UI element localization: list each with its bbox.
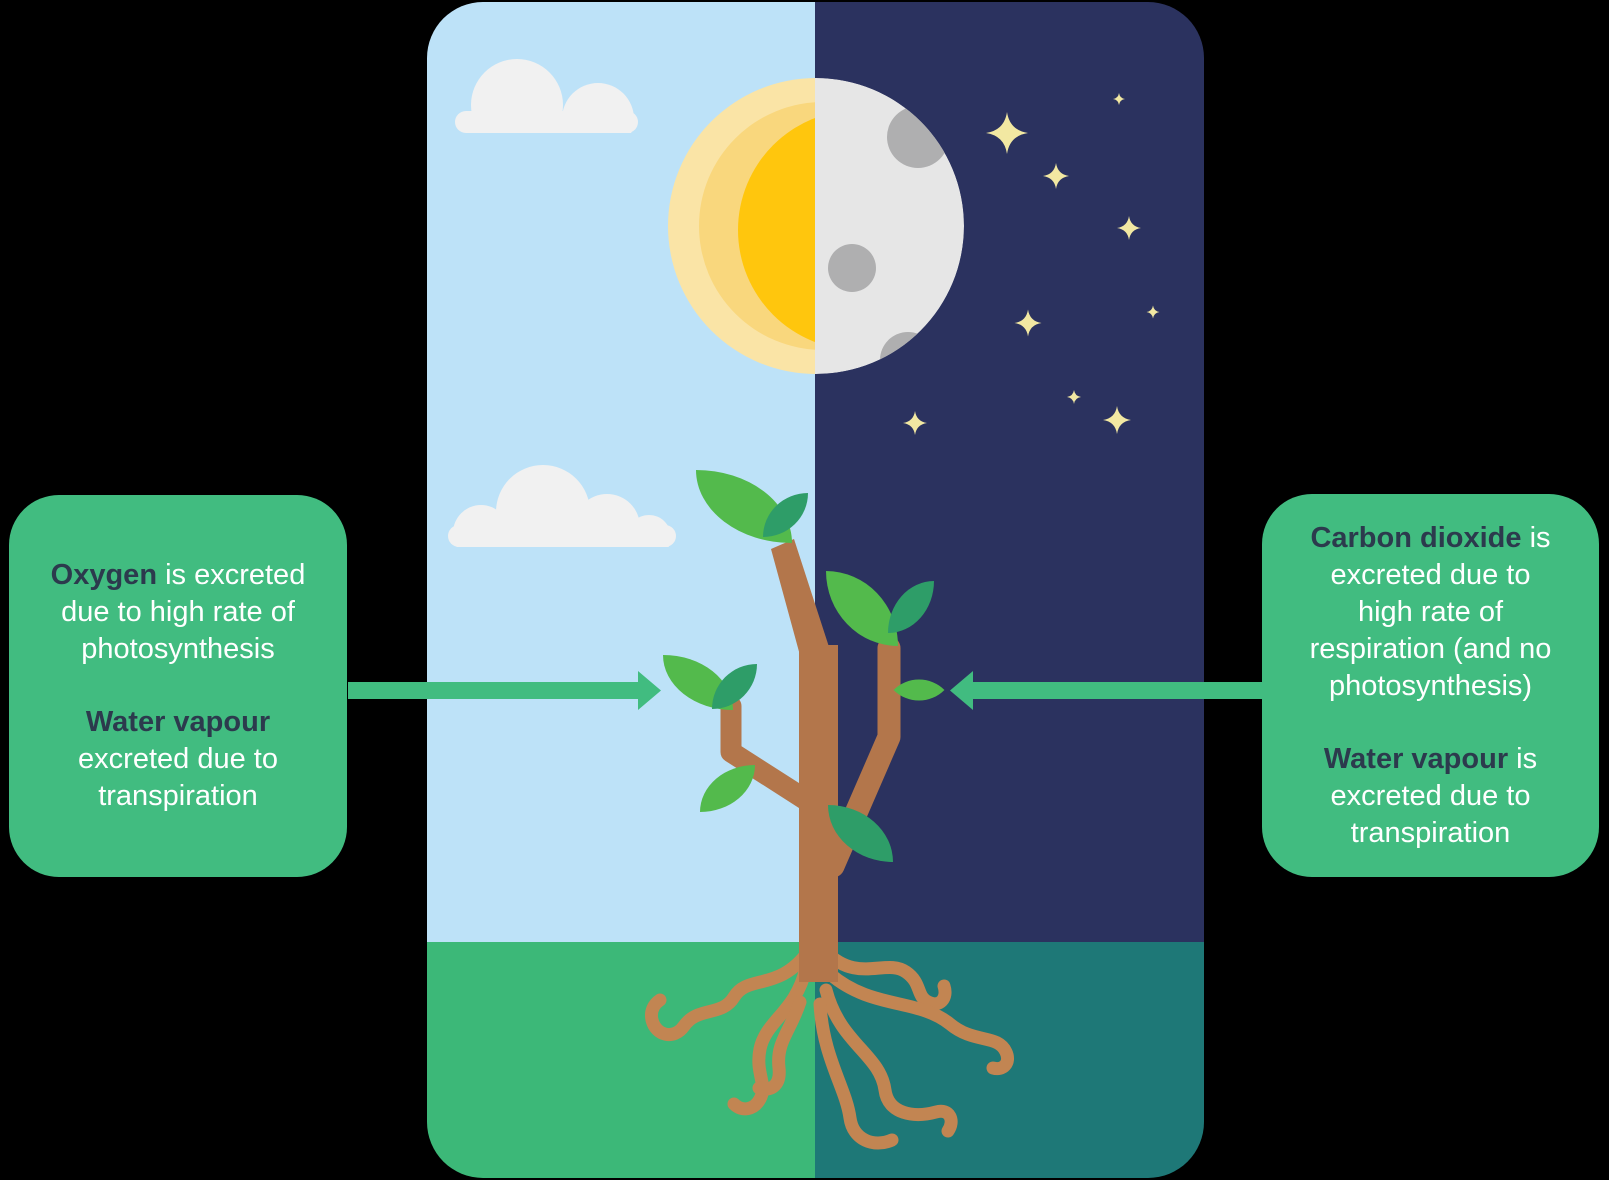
callout-text: excreted due to xyxy=(1330,558,1531,591)
arrow-left-icon xyxy=(950,671,1262,710)
callout-text: photosynthesis xyxy=(81,633,275,665)
callout-text: excreted due to xyxy=(78,743,278,775)
moon-crater xyxy=(828,244,876,292)
tree-branch-left xyxy=(720,695,817,811)
callout-text: photosynthesis) xyxy=(1328,669,1533,702)
cloud-icon xyxy=(455,59,638,133)
callout-text: transpiration xyxy=(98,780,258,812)
callout-keyword: Oxygen xyxy=(50,559,158,591)
callout-text: transpiration xyxy=(1350,816,1511,849)
day-excretion-callout: Oxygen is excreted due to high rate of pho… xyxy=(9,495,347,877)
callout-keyword: Water vapour xyxy=(85,706,271,738)
arrow-right-icon xyxy=(348,671,661,710)
callout-keyword: Carbon dioxide xyxy=(1310,521,1522,554)
callout-paragraph: Water vapour excreted due to transpiration xyxy=(15,704,341,815)
callout-paragraph: Water vapour is excreted due to transpirat… xyxy=(1268,741,1593,852)
callout-text: is xyxy=(1521,521,1551,554)
callout-text: respiration (and no xyxy=(1309,632,1552,665)
callout-text: is xyxy=(1508,742,1538,775)
callout-text: due to high rate of xyxy=(61,596,295,628)
cloud-icon xyxy=(448,465,676,547)
tree-roots xyxy=(645,945,1014,1150)
night-excretion-callout: Carbon dioxide is excreted due to high rat… xyxy=(1262,494,1599,877)
scene-card xyxy=(427,2,1204,1178)
callout-paragraph: Oxygen is excreted due to high rate of pho… xyxy=(15,557,341,668)
callout-text: excreted due to xyxy=(1330,779,1531,812)
callout-text: is excreted xyxy=(157,559,306,591)
sun-icon xyxy=(668,78,815,374)
callout-paragraph: Carbon dioxide is excreted due to high rat… xyxy=(1268,520,1593,705)
callout-keyword: Water vapour xyxy=(1323,742,1509,775)
callout-text: high rate of xyxy=(1357,595,1504,628)
